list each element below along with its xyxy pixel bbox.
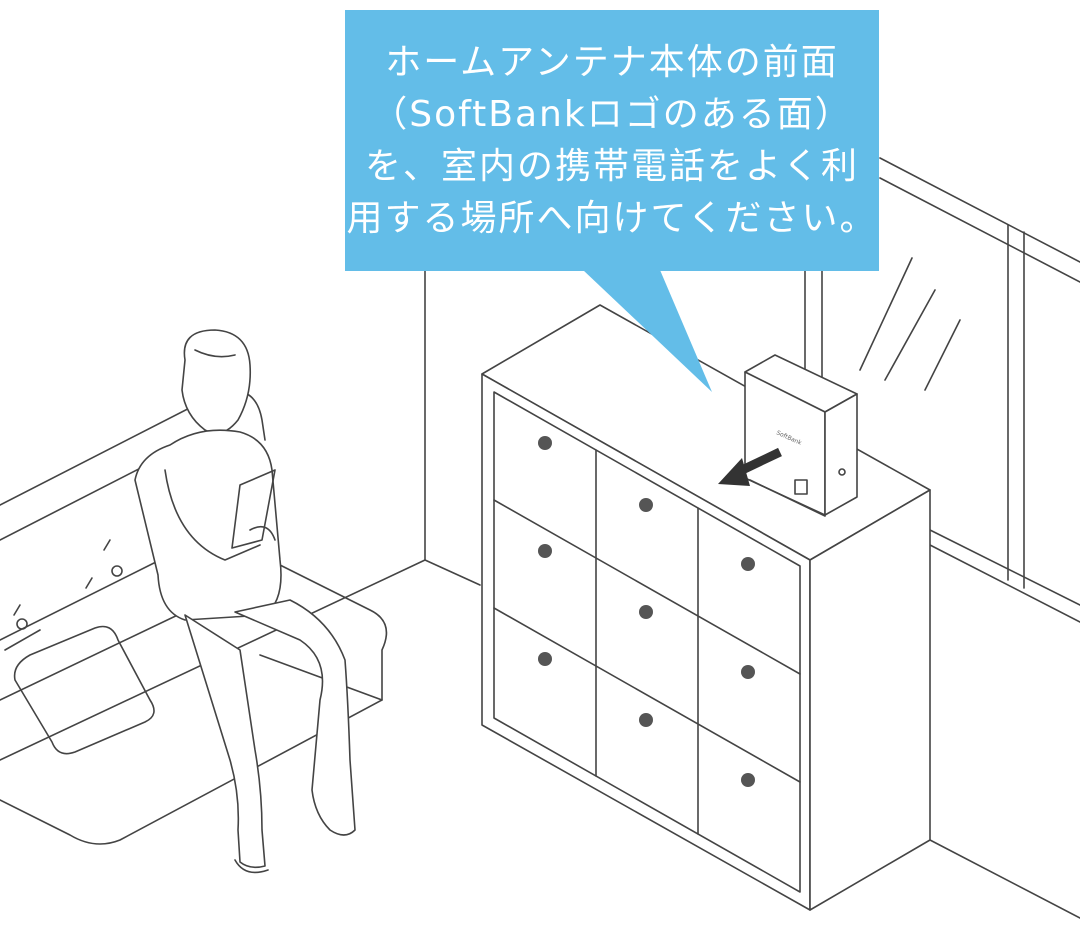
home-antenna-device: SoftBank [744, 354, 858, 517]
callout-line-3: を、室内の携帯電話をよく利 [364, 145, 859, 187]
instruction-callout: ホームアンテナ本体の前面 （SoftBankロゴのある面） を、室内の携帯電話を… [345, 10, 879, 271]
direction-arrow-icon [718, 447, 782, 486]
callout-line-2: （SoftBankロゴのある面） [371, 93, 853, 135]
callout-line-1: ホームアンテナ本体の前面 [385, 41, 839, 83]
callout-line-4: 用する場所へ向けてください。 [346, 197, 878, 239]
cabinet [481, 304, 931, 911]
person [134, 329, 356, 874]
